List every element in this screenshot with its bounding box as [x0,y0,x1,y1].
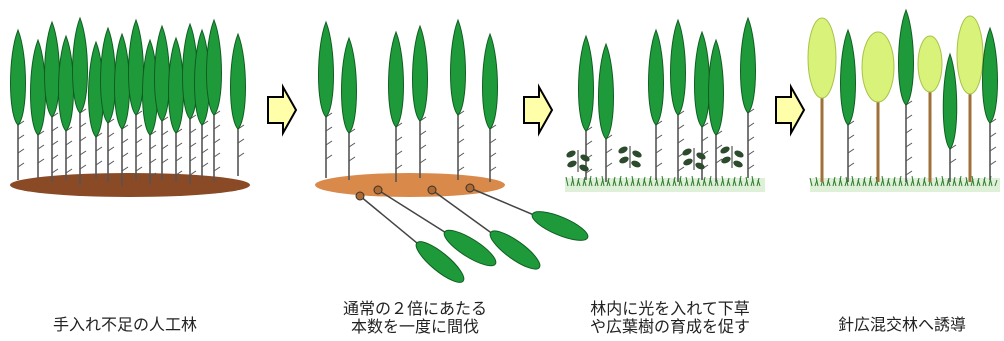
sapling [682,148,706,170]
step-arrow-2 [523,83,554,137]
caption-line: 通常の２倍にあたる [342,299,487,318]
felled-tree [427,185,541,270]
caption-line: 林内に光を入れて下草 [590,299,750,318]
broadleaf-tree [956,15,984,182]
felled-trees [355,183,589,283]
step-arrow-1 [267,83,298,137]
conifer-tree [598,42,614,182]
step-arrow-3 [775,83,806,137]
conifer-tree [206,18,222,182]
conifer-tree [58,34,74,180]
conifer-tree [44,20,60,182]
conifer-tree [982,26,998,180]
sapling [720,146,744,168]
conifer-tree [100,26,116,182]
conifer-tree [72,16,88,185]
conifer-tree [154,24,170,180]
conifer-tree [648,28,664,180]
caption-step-2: 通常の２倍にあたる 本数を一度に間伐 [300,300,530,336]
panel-unmanaged-plantation [10,16,250,197]
conifer-tree [168,36,184,182]
broadleaf-tree [917,35,943,182]
conifer-group [10,16,246,186]
conifer-tree [450,18,466,180]
sapling-group [566,146,744,172]
mixed-tree-group [807,8,998,182]
sapling [618,146,642,168]
grass [809,175,998,187]
conifer-tree [482,32,498,182]
caption-line: 手入れ不足の人工林 [52,315,197,334]
conifer-tree [840,28,856,182]
caption-step-4: 針広混交林へ誘導 [800,316,1004,334]
conifer-tree [670,18,686,182]
conifer-tree [10,28,26,180]
conifer-group [318,18,498,182]
caption-step-1: 手入れ不足の人工林 [20,316,230,334]
conifer-tree [128,18,144,180]
conifer-tree [114,32,130,186]
panel-heavy-thinning [315,18,589,283]
broadleaf-tree [807,17,837,182]
caption-line: 針広混交林へ誘導 [837,315,966,334]
caption-line: 本数を一度に間伐 [350,317,479,336]
panel-understory-growth [565,16,765,192]
conifer-tree [194,28,210,178]
broadleaf-tree [861,31,895,182]
caption-step-3: 林内に光を入れて下草 や広葉樹の育成を促す [555,300,785,336]
felled-tree [355,191,465,283]
conifer-tree [230,32,246,176]
sapling [566,150,590,172]
felled-tree [465,183,589,241]
conifer-tree [740,16,756,178]
conifer-group [578,16,756,182]
conifer-tree [578,34,594,180]
conifer-tree [30,38,46,178]
conifer-tree [341,36,357,180]
caption-line: や広葉樹の育成を促す [589,317,750,336]
felled-tree [373,185,497,267]
conifer-tree [942,52,958,182]
ground-patch [315,173,505,197]
conifer-tree [898,8,914,182]
conifer-tree [412,24,428,178]
conifer-tree [142,38,158,184]
conifer-tree [318,20,334,178]
conifer-tree [388,30,404,182]
conifer-tree [708,38,724,182]
panel-mixed-forest [807,8,1000,192]
